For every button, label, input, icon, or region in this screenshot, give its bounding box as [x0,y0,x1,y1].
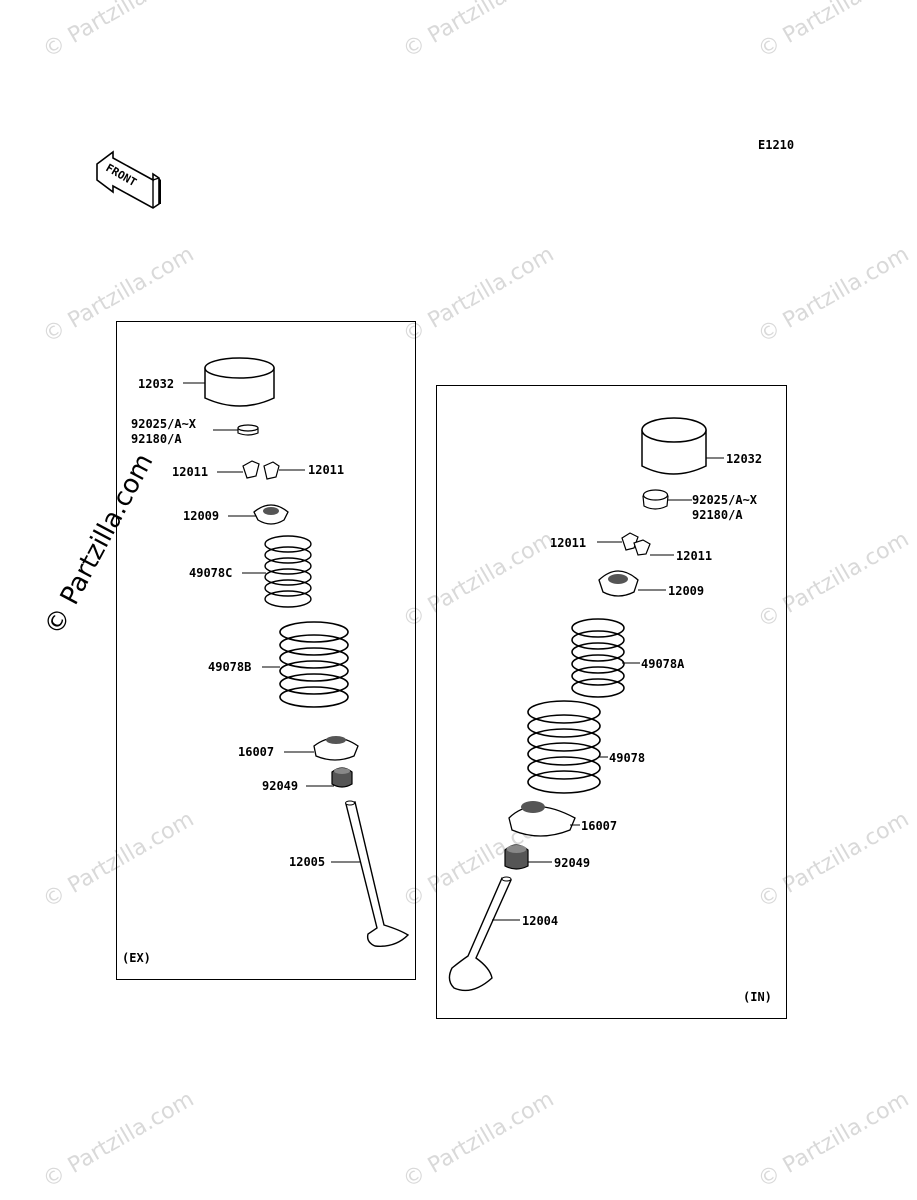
in-lifter-label: 12032 [726,452,763,466]
diagram-code: E1210 [758,138,795,152]
ex-shim2-label: 92180/A [131,432,182,446]
ex-oil-seal-label: 92049 [262,779,299,793]
in-spring-seat-icon [508,801,576,837]
ex-retainer-icon [253,504,289,525]
in-spring-seat-label: 16007 [581,819,618,833]
ex-lifter-icon [204,357,275,407]
in-retainer-icon [598,570,639,597]
in-inner-spring-label: 49078A [641,657,685,671]
in-side-label: (IN) [743,990,772,1004]
in-valve-icon [448,876,512,992]
ex-valve-icon [345,800,410,947]
ex-inner-spring-label: 49078C [189,566,233,580]
in-shim2-label: 92180/A [692,508,743,522]
ex-oil-seal-icon [331,767,353,788]
in-oil-seal-label: 92049 [554,856,591,870]
in-valve-label: 12004 [522,914,559,928]
ex-outer-spring-label: 49078B [208,660,252,674]
ex-shim-label: 92025/A~X [131,417,197,431]
in-inner-spring-icon [571,618,625,698]
ex-side-label: (EX) [122,951,151,965]
ex-cotter-right-label: 12011 [308,463,345,477]
ex-retainer-label: 12009 [183,509,220,523]
ex-valve-label: 12005 [289,855,326,869]
exhaust-panel [116,321,416,980]
ex-inner-spring-icon [264,535,312,608]
in-cotter-icon [621,532,651,556]
ex-cotter-icon [242,460,280,480]
in-cotter-right-label: 12011 [676,549,713,563]
ex-spring-seat-icon [313,736,359,761]
ex-outer-spring-icon [279,621,349,708]
in-outer-spring-label: 49078 [609,751,646,765]
in-cotter-left-label: 12011 [550,536,587,550]
in-outer-spring-icon [527,700,601,794]
in-oil-seal-icon [504,844,529,870]
in-shim-label: 92025/A~X [692,493,758,507]
ex-shim-icon [237,424,259,436]
in-lifter-icon [641,417,707,475]
front-arrow-icon: FRONT [95,150,165,210]
in-retainer-label: 12009 [668,584,705,598]
ex-lifter-label: 12032 [138,377,175,391]
intake-panel [436,385,787,1019]
ex-spring-seat-label: 16007 [238,745,275,759]
ex-cotter-left-label: 12011 [172,465,209,479]
in-shim-icon [642,489,669,510]
